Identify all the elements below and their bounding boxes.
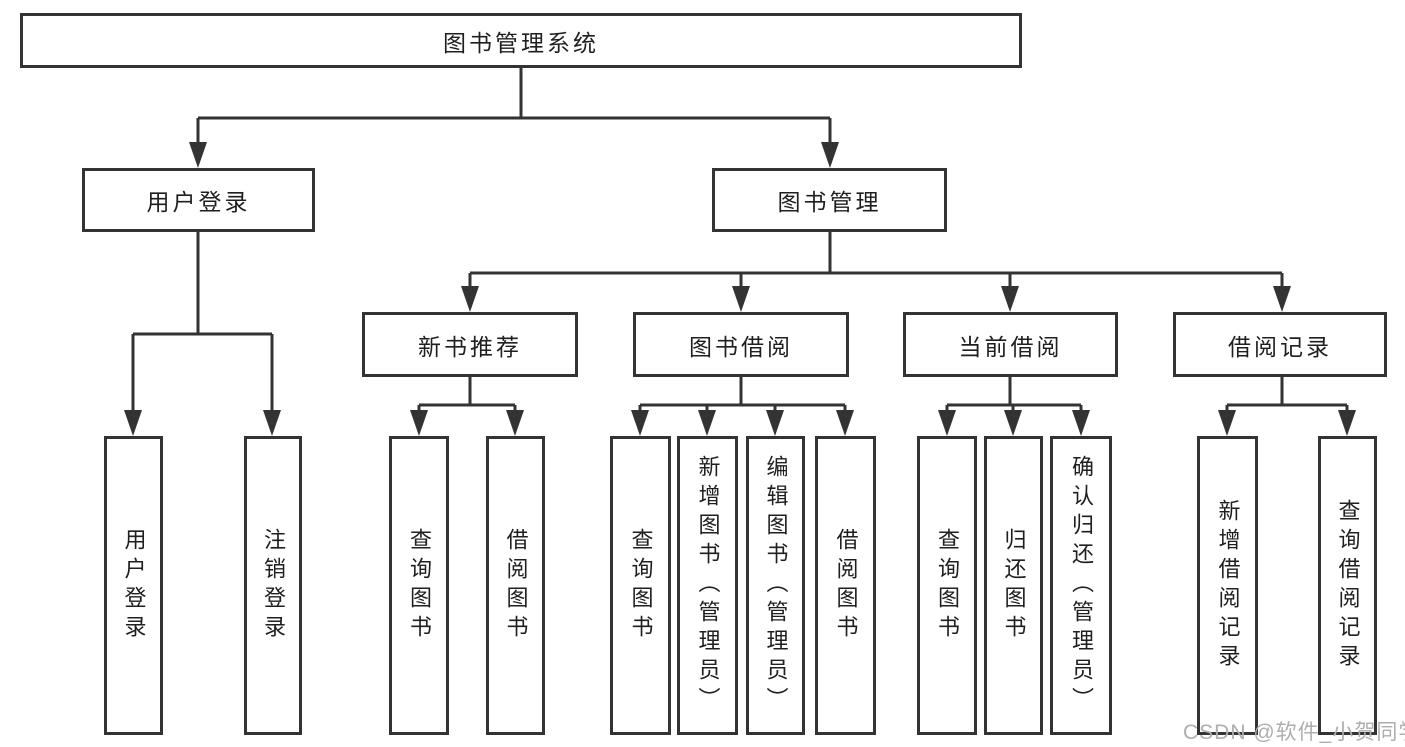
leaf-label: 查询图书 <box>628 527 654 644</box>
leaf-label: 用户登录 <box>121 527 147 644</box>
leaf-label: 注销登录 <box>261 527 286 644</box>
leaf-logout: 注销登录 <box>244 436 302 735</box>
node-root: 图书管理系统 <box>20 13 1022 68</box>
leaf-user-login: 用户登录 <box>104 436 163 735</box>
leaf-label: 归还图书 <box>1001 527 1027 644</box>
node-current-borrow: 当前借阅 <box>903 312 1118 377</box>
leaf-label: 借阅图书 <box>503 527 529 644</box>
csdn-watermark: CSDN @软件_小贺同学 <box>1183 721 1405 744</box>
leaf-label: 查询图书 <box>407 527 432 644</box>
leaf-nbr-borrow-books: 借阅图书 <box>486 436 545 735</box>
leaf-bb-borrow-books: 借阅图书 <box>815 436 876 735</box>
node-borrow-record: 借阅记录 <box>1173 312 1387 377</box>
leaf-br-query-record: 查询借阅记录 <box>1318 436 1377 735</box>
node-user-login: 用户登录 <box>82 168 315 232</box>
leaf-label: 借阅图书 <box>833 527 859 644</box>
leaf-bb-add-books-admin: 新增图书（管理员） <box>677 436 738 735</box>
leaf-br-add-record: 新增借阅记录 <box>1197 436 1258 735</box>
leaf-cb-confirm-return-admin: 确认归还（管理员） <box>1050 436 1112 735</box>
leaf-label: 新增借阅记录 <box>1215 498 1241 673</box>
leaf-label: 编辑图书（管理员） <box>763 455 789 716</box>
leaf-bb-query-books: 查询图书 <box>610 436 671 735</box>
leaf-bb-edit-books-admin: 编辑图书（管理员） <box>746 436 805 735</box>
leaf-label: 新增图书（管理员） <box>695 455 721 716</box>
leaf-cb-return-books: 归还图书 <box>984 436 1043 735</box>
leaf-nbr-query-books: 查询图书 <box>389 436 449 735</box>
leaf-label: 查询借阅记录 <box>1335 498 1361 673</box>
leaf-cb-query-books: 查询图书 <box>917 436 977 735</box>
leaf-label: 确认归还（管理员） <box>1069 455 1094 716</box>
node-book-borrow: 图书借阅 <box>633 312 849 377</box>
node-book-management: 图书管理 <box>712 168 947 232</box>
leaf-label: 查询图书 <box>935 527 960 644</box>
node-new-book-recommend: 新书推荐 <box>362 312 578 377</box>
